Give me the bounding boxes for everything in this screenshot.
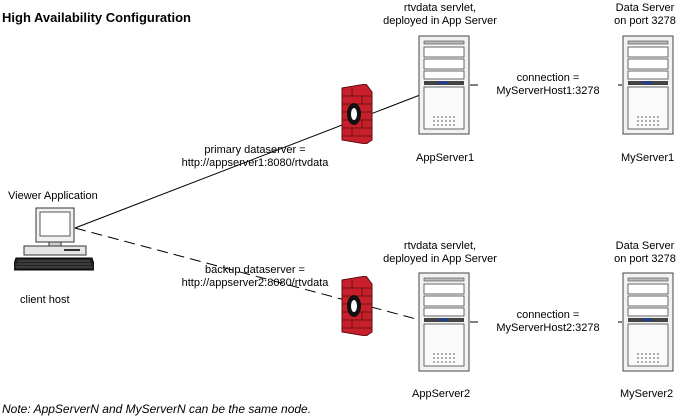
app-server1-servlet-label: rtvdata servlet, deployed in App Server (370, 2, 510, 28)
connection1-line2: MyServerHost1:3278 (496, 85, 600, 97)
data-server1-line2: on port 3278 (614, 15, 676, 27)
connection2-label: connection = MyServerHost2:3278 (478, 309, 618, 335)
backup-dataserver-line1: backup dataserver = (205, 264, 305, 276)
backup-dataserver-label: backup dataserver = http://appserver2:80… (175, 264, 335, 290)
firewall-icon (341, 84, 373, 144)
data-server1-line1: Data Server (615, 2, 675, 14)
my-server2-name: MyServer2 (620, 388, 674, 400)
app-server1-name: AppServer1 (416, 152, 475, 164)
server-tower-icon (418, 272, 470, 372)
data-server2-line2: on port 3278 (614, 253, 676, 265)
primary-dataserver-line1: primary dataserver = (204, 144, 306, 156)
app-server2-servlet-line2: deployed in App Server (383, 253, 497, 265)
footnote: Note: AppServerN and MyServerN can be th… (2, 402, 312, 416)
firewall-icon (341, 276, 373, 336)
app-server1-servlet-line1: rtvdata servlet, (403, 2, 477, 14)
app-server2-name: AppServer2 (412, 388, 471, 400)
primary-dataserver-line2: http://appserver1:8080/rtvdata (181, 157, 329, 169)
computer-icon (14, 207, 94, 271)
connection1-line1: connection = (516, 72, 580, 84)
client-host-label: client host (20, 294, 70, 306)
backup-dataserver-line2: http://appserver2:8080/rtvdata (181, 277, 329, 289)
connection2-line2: MyServerHost2:3278 (496, 322, 600, 334)
server-tower-icon (418, 35, 470, 135)
server-tower-icon (622, 272, 674, 372)
connection1-label: connection = MyServerHost1:3278 (478, 72, 618, 98)
data-server2-line1: Data Server (615, 240, 675, 252)
connection2-line1: connection = (516, 309, 580, 321)
app-server2-servlet-line1: rtvdata servlet, (403, 240, 477, 252)
data-server2-label: Data Server on port 3278 (600, 240, 689, 266)
primary-dataserver-label: primary dataserver = http://appserver1:8… (175, 144, 335, 170)
viewer-application-label: Viewer Application (8, 190, 98, 202)
my-server1-name: MyServer1 (621, 152, 675, 164)
app-server1-servlet-line2: deployed in App Server (383, 15, 497, 27)
diagram-title: High Availability Configuration (2, 10, 191, 25)
app-server2-servlet-label: rtvdata servlet, deployed in App Server (370, 240, 510, 266)
server-tower-icon (622, 35, 674, 135)
data-server1-label: Data Server on port 3278 (600, 2, 689, 28)
